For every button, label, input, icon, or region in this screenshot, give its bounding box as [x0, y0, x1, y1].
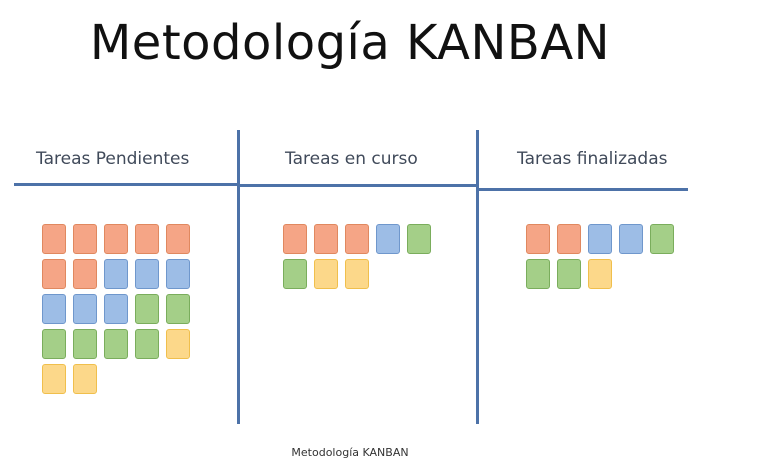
cards-pending — [42, 224, 190, 394]
task-card-green — [557, 259, 581, 289]
column-header-pending: Tareas Pendientes — [36, 149, 190, 169]
task-card-blue — [104, 259, 128, 289]
task-card-orange — [73, 224, 97, 254]
task-card-green — [283, 259, 307, 289]
task-card-green — [650, 224, 674, 254]
column-header-done: Tareas finalizadas — [517, 149, 668, 169]
cards-in-progress — [283, 224, 431, 289]
task-card-green — [42, 329, 66, 359]
task-card-blue — [73, 294, 97, 324]
task-card-yellow — [588, 259, 612, 289]
task-card-orange — [73, 259, 97, 289]
task-card-orange — [104, 224, 128, 254]
task-card-blue — [588, 224, 612, 254]
task-card-green — [73, 329, 97, 359]
task-card-green — [407, 224, 431, 254]
task-card-blue — [135, 259, 159, 289]
task-card-orange — [135, 224, 159, 254]
column-divider-line — [237, 130, 240, 424]
task-card-blue — [619, 224, 643, 254]
column-header-in-progress: Tareas en curso — [285, 149, 418, 169]
header-divider-line — [240, 184, 476, 187]
task-card-green — [526, 259, 550, 289]
task-card-orange — [526, 224, 550, 254]
column-divider-line — [476, 130, 479, 424]
task-card-yellow — [73, 364, 97, 394]
task-card-yellow — [166, 329, 190, 359]
task-card-yellow — [314, 259, 338, 289]
task-card-blue — [166, 259, 190, 289]
task-card-orange — [314, 224, 338, 254]
header-divider-line — [14, 183, 238, 186]
task-card-blue — [376, 224, 400, 254]
header-divider-line — [478, 188, 688, 191]
task-card-orange — [557, 224, 581, 254]
task-card-orange — [345, 224, 369, 254]
task-card-green — [135, 329, 159, 359]
slide-title: Metodología KANBAN — [89, 15, 611, 71]
task-card-orange — [283, 224, 307, 254]
task-card-green — [166, 294, 190, 324]
task-card-orange — [42, 259, 66, 289]
task-card-blue — [104, 294, 128, 324]
task-card-yellow — [345, 259, 369, 289]
task-card-green — [104, 329, 128, 359]
task-card-green — [135, 294, 159, 324]
task-card-yellow — [42, 364, 66, 394]
task-card-orange — [42, 224, 66, 254]
task-card-blue — [42, 294, 66, 324]
image-caption: Metodología KANBAN — [291, 446, 409, 459]
cards-done — [526, 224, 674, 289]
task-card-orange — [166, 224, 190, 254]
